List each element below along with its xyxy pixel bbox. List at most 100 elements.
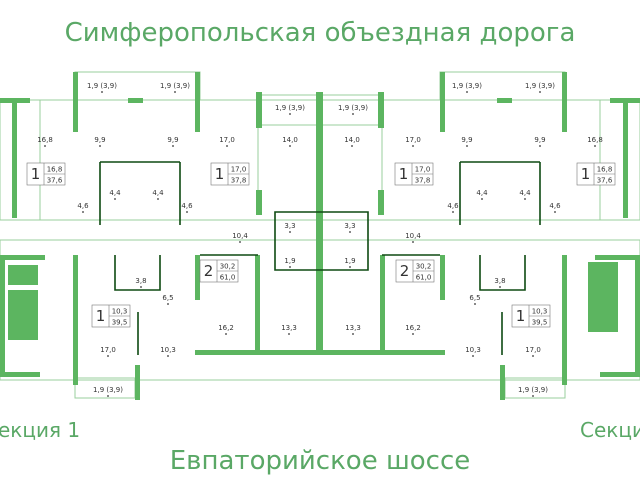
room-area-label: 1,9 (3,9) — [93, 386, 123, 394]
room-center-dot — [539, 91, 541, 93]
room-area-label: 4,4 — [109, 189, 121, 197]
total-area: 39,5 — [112, 319, 128, 327]
room-area-label: 10,3 — [160, 346, 176, 354]
room-center-dot — [532, 395, 534, 397]
room-center-dot — [554, 211, 556, 213]
room-center-dot — [174, 91, 176, 93]
room-center-dot — [288, 333, 290, 335]
room-center-dot — [289, 266, 291, 268]
room-center-dot — [167, 355, 169, 357]
street-label-bottom: Евпаторийское шоссе — [169, 446, 471, 476]
room-area-label: 1,9 (3,9) — [160, 82, 190, 90]
room-area-label: 9,9 — [534, 136, 545, 144]
room-area-label: 4,4 — [152, 189, 164, 197]
room-count: 1 — [399, 165, 409, 183]
total-area: 37,6 — [597, 177, 613, 185]
room-center-dot — [452, 211, 454, 213]
room-area-label: 4,6 — [77, 202, 89, 210]
room-count: 2 — [400, 262, 410, 280]
room-center-dot — [225, 333, 227, 335]
room-center-dot — [107, 355, 109, 357]
room-center-dot — [466, 145, 468, 147]
room-center-dot — [532, 355, 534, 357]
interior-walls — [99, 161, 541, 355]
room-center-dot — [44, 145, 46, 147]
room-center-dot — [186, 211, 188, 213]
total-area: 61,0 — [220, 274, 236, 282]
room-center-dot — [349, 266, 351, 268]
room-area-label: 4,6 — [447, 202, 459, 210]
room-center-dot — [114, 198, 116, 200]
room-area-label: 13,3 — [345, 324, 361, 332]
room-center-dot — [352, 113, 354, 115]
room-area-label: 9,9 — [167, 136, 178, 144]
room-center-dot — [226, 145, 228, 147]
room-area-label: 16,2 — [218, 324, 234, 332]
room-area-label: 1,9 (3,9) — [518, 386, 548, 394]
room-area-label: 1,9 (3,9) — [525, 82, 555, 90]
room-center-dot — [289, 231, 291, 233]
room-area-label: 17,0 — [525, 346, 541, 354]
room-count: 1 — [31, 165, 41, 183]
room-center-dot — [107, 395, 109, 397]
room-area-label: 9,9 — [94, 136, 105, 144]
room-area-label: 3,3 — [344, 222, 355, 230]
room-center-dot — [289, 145, 291, 147]
room-area-label: 1,9 (3,9) — [87, 82, 117, 90]
room-area-label: 3,3 — [284, 222, 295, 230]
room-center-dot — [82, 211, 84, 213]
room-area-label: 10,4 — [232, 232, 248, 240]
room-center-dot — [412, 145, 414, 147]
room-center-dot — [412, 241, 414, 243]
room-center-dot — [99, 145, 101, 147]
living-area: 10,3 — [112, 308, 128, 316]
room-area-label: 14,0 — [282, 136, 298, 144]
room-area-label: 10,4 — [405, 232, 421, 240]
total-area: 61,0 — [416, 274, 432, 282]
living-area: 16,8 — [47, 166, 63, 174]
room-area-label: 17,0 — [405, 136, 421, 144]
room-area-label: 16,8 — [587, 136, 603, 144]
room-area-label: 1,9 (3,9) — [275, 104, 305, 112]
room-center-dot — [412, 333, 414, 335]
room-area-label: 13,3 — [281, 324, 297, 332]
room-area-label: 16,2 — [405, 324, 421, 332]
room-count: 2 — [204, 262, 214, 280]
room-count: 1 — [96, 307, 106, 325]
apartment-info-box: 1 10,3 39,5 — [91, 304, 131, 328]
room-area-label: 1,9 (3,9) — [452, 82, 482, 90]
room-count: 1 — [516, 307, 526, 325]
living-area: 16,8 — [597, 166, 613, 174]
room-center-dot — [172, 145, 174, 147]
room-count: 1 — [215, 165, 225, 183]
room-center-dot — [539, 145, 541, 147]
living-area: 30,2 — [416, 263, 432, 271]
room-area-label: 1,9 — [344, 257, 355, 265]
room-center-dot — [289, 113, 291, 115]
room-area-label: 4,4 — [519, 189, 531, 197]
room-area-label: 6,5 — [469, 294, 480, 302]
room-center-dot — [481, 198, 483, 200]
room-center-dot — [157, 198, 159, 200]
room-area-label: 6,5 — [162, 294, 173, 302]
room-area-label: 3,8 — [494, 277, 505, 285]
living-area: 17,0 — [231, 166, 247, 174]
section-label-left: екция 1 — [0, 418, 81, 442]
room-center-dot — [594, 145, 596, 147]
room-center-dot — [472, 355, 474, 357]
room-center-dot — [239, 241, 241, 243]
room-area-label: 1,9 (3,9) — [338, 104, 368, 112]
exterior-walls — [0, 72, 640, 400]
room-area-label: 1,9 — [284, 257, 295, 265]
street-label-top: Симферопольская объездная дорога — [64, 18, 576, 48]
room-area-label: 17,0 — [219, 136, 235, 144]
room-area-label: 9,9 — [461, 136, 472, 144]
room-center-dot — [466, 91, 468, 93]
room-area-label: 4,4 — [476, 189, 488, 197]
apartment-info-box: 2 30,2 61,0 — [395, 259, 435, 283]
